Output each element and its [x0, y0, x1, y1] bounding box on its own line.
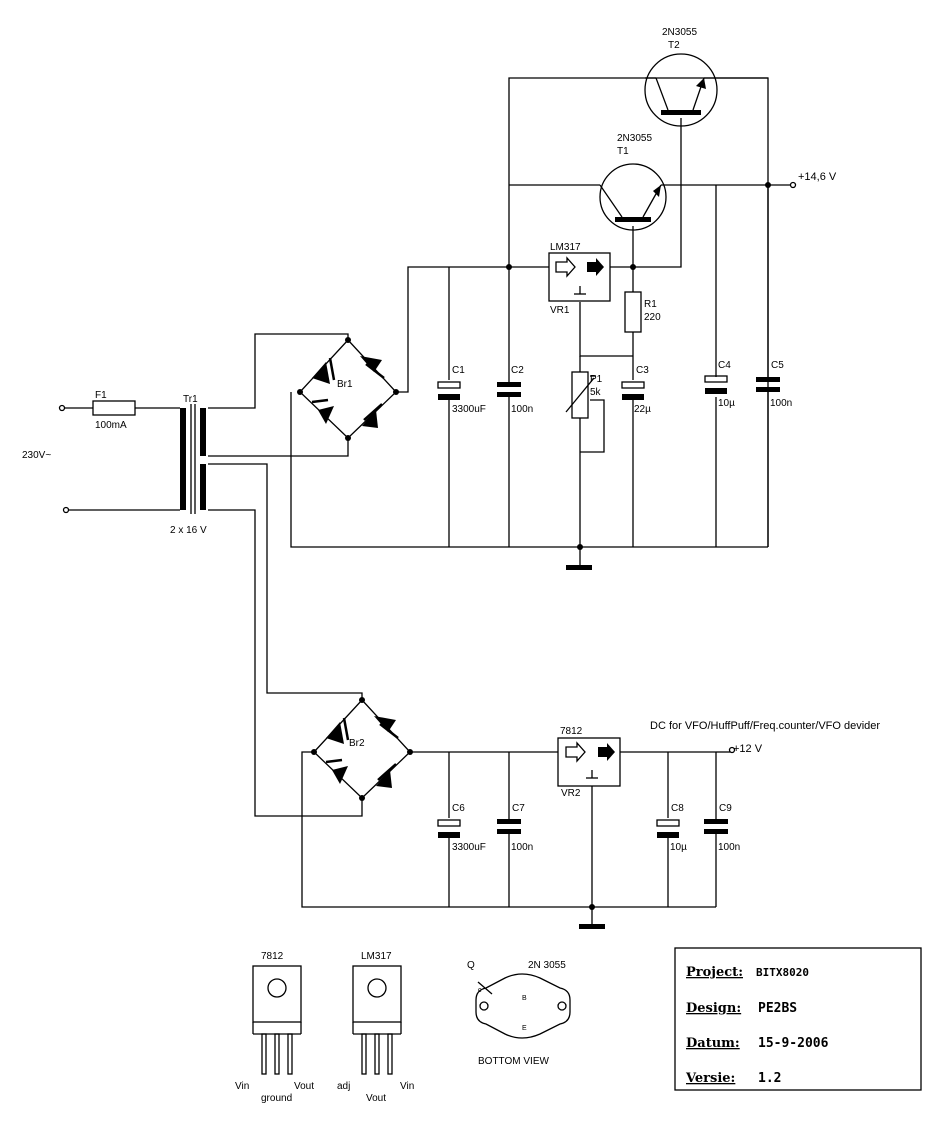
- pin-lm317-adj: adj: [337, 1081, 350, 1092]
- capacitor-c4: [704, 375, 728, 394]
- label-c9-ref: C9: [719, 803, 732, 814]
- label-t1-type: 2N3055: [617, 133, 652, 144]
- label-r1-ref: R1: [644, 299, 657, 310]
- transistor-t2: [644, 53, 718, 127]
- pin-7812-gnd: ground: [261, 1093, 292, 1104]
- label-f1-val: 100mA: [95, 420, 127, 431]
- tb-datum-value: 15-9-2006: [758, 1036, 829, 1051]
- pinout-2n3055: [475, 973, 571, 1039]
- label-br1: Br1: [337, 379, 353, 390]
- tb-datum-label: Datum:: [686, 1036, 740, 1051]
- lower-wiring: [301, 746, 736, 929]
- label-vr1-type: LM317: [550, 242, 581, 253]
- pin-lm317-vout: Vout: [366, 1093, 386, 1104]
- label-c1-val: 3300uF: [452, 404, 486, 415]
- upper-wiring: [290, 77, 797, 570]
- label-c5-ref: C5: [771, 360, 784, 371]
- regulator-vr1: [548, 252, 611, 302]
- label-vr2-ref: VR2: [561, 788, 581, 799]
- title-block-text: Project: BITX8020 Design: PE2BS Datum: 1…: [685, 965, 829, 1086]
- label-c6-ref: C6: [452, 803, 465, 814]
- capacitor-c1: [437, 381, 461, 400]
- capacitor-c7: [497, 819, 521, 834]
- capacitor-c5: [756, 377, 780, 392]
- wire-sec2-a: [208, 463, 363, 700]
- title-block: [674, 947, 922, 1091]
- pinout-labels: 7812 Vin ground Vout LM317 adj Vout Vin …: [235, 951, 566, 1104]
- label-vr2-type: 7812: [560, 726, 583, 737]
- label-c4-ref: C4: [718, 360, 731, 371]
- pin-3055-title: 2N 3055: [528, 960, 566, 971]
- transistor-t1: [599, 163, 667, 231]
- label-r1-val: 220: [644, 312, 661, 323]
- label-dc-note: DC for VFO/HuffPuff/Freq.counter/VFO dev…: [650, 720, 880, 732]
- pinout-lm317: [352, 965, 402, 1075]
- label-out2: +12 V: [733, 743, 763, 755]
- label-c2-val: 100n: [511, 404, 533, 415]
- label-p1-val: 5k: [590, 387, 602, 398]
- label-c3-ref: C3: [636, 365, 649, 376]
- label-c4-val: 10µ: [718, 398, 735, 409]
- label-br2: Br2: [349, 738, 365, 749]
- label-t2-ref: T2: [668, 40, 680, 51]
- label-c9-val: 100n: [718, 842, 740, 853]
- wire-sec1-a: [208, 333, 349, 409]
- resistor-r1: [624, 291, 642, 333]
- labels: 2N3055 T2 2N3055 T1 +14,6 V LM317 VR1 R1…: [22, 27, 880, 853]
- mains-input: [58, 400, 180, 514]
- pin-7812-vout: Vout: [294, 1081, 314, 1092]
- label-c7-val: 100n: [511, 842, 533, 853]
- label-c8-ref: C8: [671, 803, 684, 814]
- capacitor-c8: [656, 819, 680, 838]
- capacitor-c3: [621, 381, 645, 400]
- pin-lm317-title: LM317: [361, 951, 392, 962]
- label-tr1-ref: Tr1: [183, 394, 198, 405]
- label-tr1-val: 2 x 16 V: [170, 525, 207, 536]
- tb-project-label: Project:: [686, 965, 743, 980]
- label-vr1-ref: VR1: [550, 305, 570, 316]
- tb-versie-value: 1.2: [758, 1071, 781, 1086]
- label-p1-ref: P1: [590, 374, 603, 385]
- pin-lm317-vin: Vin: [400, 1081, 414, 1092]
- bridge-rectifier-br2: [311, 697, 413, 801]
- label-c3-val: 22µ: [634, 404, 651, 415]
- regulator-vr2: [557, 737, 621, 787]
- wire-sec2-b: [208, 509, 363, 817]
- pin-3055-e: E: [522, 1025, 527, 1032]
- wire-sec1-b: [208, 438, 349, 457]
- tb-design-value: PE2BS: [758, 1001, 797, 1016]
- pin-3055-view: BOTTOM VIEW: [478, 1056, 549, 1067]
- label-f1-ref: F1: [95, 390, 107, 401]
- pin-7812-title: 7812: [261, 951, 284, 962]
- tb-versie-label: Versie:: [685, 1071, 735, 1086]
- label-mains: 230V~: [22, 450, 51, 461]
- label-c2-ref: C2: [511, 365, 524, 376]
- pin-7812-vin: Vin: [235, 1081, 249, 1092]
- pin-3055-b: B: [522, 995, 527, 1002]
- capacitor-c6: [437, 819, 461, 838]
- capacitor-c2: [497, 382, 521, 397]
- capacitor-c9: [704, 819, 728, 834]
- label-c8-val: 10µ: [670, 842, 687, 853]
- label-t2-type: 2N3055: [662, 27, 697, 38]
- label-out1: +14,6 V: [798, 171, 837, 183]
- transformer-tr1: [180, 404, 206, 514]
- label-t1-ref: T1: [617, 146, 629, 157]
- label-c1-ref: C1: [452, 365, 465, 376]
- tb-project-value: BITX8020: [756, 966, 809, 979]
- pin-3055-c: c: [478, 987, 482, 994]
- potentiometer-p1: [565, 371, 596, 419]
- tb-design-label: Design:: [686, 1001, 741, 1016]
- label-c6-val: 3300uF: [452, 842, 486, 853]
- label-c5-val: 100n: [770, 398, 792, 409]
- pin-3055-q: Q: [467, 960, 475, 971]
- label-c7-ref: C7: [512, 803, 525, 814]
- pinout-7812: [252, 965, 302, 1075]
